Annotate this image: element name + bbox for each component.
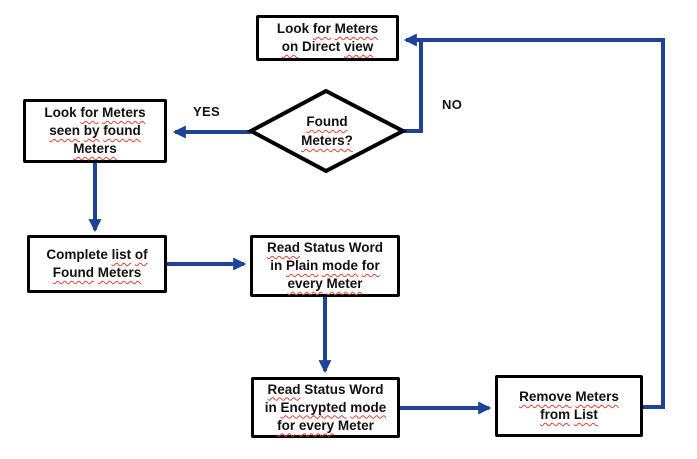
node-word: Found (52, 265, 94, 280)
node-word: for (361, 258, 380, 273)
node-word: found (103, 123, 141, 138)
node-word: Word (348, 240, 384, 255)
edge-label-no: NO (442, 97, 463, 112)
node-word: seen (49, 123, 80, 138)
node-word: for (312, 21, 331, 36)
node-word: Meter (326, 276, 363, 291)
node-word: every (298, 417, 335, 433)
node-word: list (111, 247, 132, 262)
node-word: Meters (73, 141, 117, 156)
node-word: Word (349, 381, 384, 397)
decision-diamond-shape (246, 88, 408, 174)
node-word: Found (306, 114, 348, 129)
node-word: Meters (575, 389, 619, 404)
node-word: mode (322, 258, 359, 273)
node-word: for (80, 105, 99, 120)
edge-label-yes: YES (193, 104, 220, 119)
node-word: by (83, 123, 100, 138)
node-word: mode (350, 399, 387, 415)
node-word: in (270, 258, 283, 273)
node-word: Status (304, 381, 346, 397)
node-word: Read (267, 381, 301, 397)
node-word: of (134, 247, 148, 262)
node-word: Look (276, 21, 310, 36)
node-word: Read (266, 240, 300, 255)
node-word: Status (303, 240, 346, 255)
node-word: Plain (285, 258, 319, 273)
node-look-direct-view: Look for Meters on Direct view (256, 15, 399, 61)
node-word: Meters (334, 21, 379, 36)
node-word: from (540, 407, 571, 422)
node-remove-meters: Remove Meters from List (495, 375, 643, 437)
node-word: Look (44, 105, 77, 120)
edge-remove-to-direct-arrow (403, 33, 665, 409)
node-word: List (573, 407, 598, 422)
node-word: in (264, 399, 277, 415)
node-word: on (281, 39, 299, 54)
edge-no-path (403, 40, 423, 133)
node-word: Meters (102, 105, 146, 120)
node-word: Complete (46, 247, 108, 262)
node-word: Remove (519, 389, 572, 404)
node-read-status-plain: Read Status Word in Plain mode for every M… (250, 235, 400, 297)
node-word: for (277, 417, 296, 433)
node-word: every (287, 276, 323, 291)
node-word: view (344, 39, 374, 54)
node-word: Meter (337, 417, 374, 433)
node-word: Meters? (301, 133, 353, 148)
node-word: Encrypted (280, 399, 347, 415)
node-word: Meters (97, 265, 142, 280)
node-word: Direct (301, 39, 341, 54)
node-read-status-encrypted: Read Status Word in Encrypted mode for eve… (251, 377, 400, 438)
